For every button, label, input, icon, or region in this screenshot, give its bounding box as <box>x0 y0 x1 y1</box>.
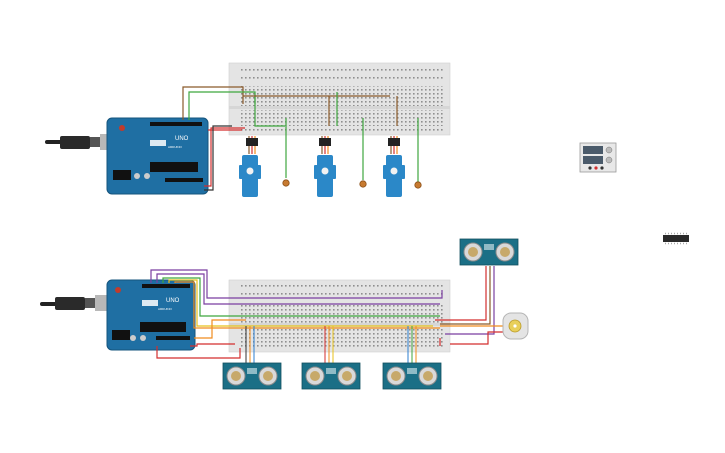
breadboard-top[interactable] <box>228 62 451 136</box>
wires-bottom <box>150 266 505 366</box>
arduino-uno-top[interactable]: UNO ARDUINO <box>106 117 209 195</box>
ultrasonic-sensor-icon[interactable] <box>301 362 361 390</box>
ic-chip-icon[interactable] <box>663 232 689 245</box>
potentiometer-icon[interactable] <box>414 181 422 189</box>
arduino-brand-label: ARDUINO <box>158 307 173 311</box>
arduino-model-label: UNO <box>166 298 180 304</box>
servo-motor-icon[interactable] <box>383 136 405 197</box>
servo-motor-icon[interactable] <box>239 136 261 197</box>
dc-motor-icon[interactable] <box>502 312 529 340</box>
usb-cable-icon[interactable] <box>40 295 109 311</box>
arduino-model-label: UNO <box>175 136 189 142</box>
potentiometer-icon[interactable] <box>359 180 367 188</box>
usb-cable-icon[interactable] <box>45 134 114 150</box>
wires-top <box>182 86 419 191</box>
ultrasonic-sensor-icon[interactable] <box>222 362 282 390</box>
power-supply-icon[interactable] <box>579 142 617 173</box>
arduino-uno-bottom[interactable]: UNO ARDUINO <box>106 279 196 351</box>
ultrasonic-sensor-icon[interactable] <box>459 238 519 266</box>
servo-motor-icon[interactable] <box>314 136 336 197</box>
potentiometer-icon[interactable] <box>282 179 290 187</box>
ultrasonic-sensor-icon[interactable] <box>382 362 442 390</box>
arduino-brand-label: ARDUINO <box>168 145 183 149</box>
